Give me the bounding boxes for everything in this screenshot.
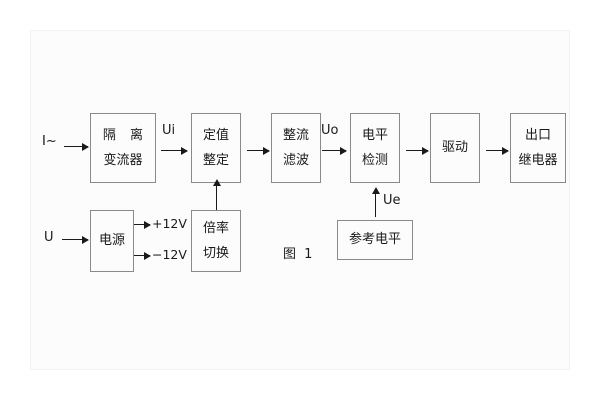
block-level-detection-line1: 电平 [361,127,388,143]
block-drive-line1: 驱动 [441,140,468,156]
block-setting-adjustment-line1: 定值 [202,127,229,143]
arrow-multiplier-to-setting [212,179,221,210]
block-rectifier-filter-line2: 滤波 [282,152,309,168]
supply-negative-label: −12V [152,247,187,262]
arrow-drive-to-output-relay [486,146,509,155]
ue-label: Ue [383,193,401,208]
arrow-supply-positive [134,220,151,229]
arrow-reference-to-level [371,187,380,217]
block-isolation-transformer-line2: 变流器 [103,152,143,168]
block-setting-adjustment-line2: 整定 [202,152,229,168]
uo-label: Uo [321,123,339,138]
arrow-input-to-isolation [64,142,89,151]
arrow-supply-negative [134,251,151,260]
block-multiplier-switch-line1: 倍率 [202,220,229,236]
block-power-supply[interactable]: 电源 [90,210,134,272]
block-multiplier-switch-line2: 切换 [202,245,229,261]
ui-label: Ui [162,123,176,138]
figure-frame [30,30,570,370]
block-output-relay[interactable]: 出口 继电器 [510,113,566,183]
block-output-relay-line2: 继电器 [518,152,558,168]
input-voltage-label: U [44,230,54,245]
block-isolation-transformer-line1: 隔 离 [102,127,149,143]
figure-caption: 图 1 [283,247,315,262]
block-output-relay-line1: 出口 [524,127,551,143]
arrow-setting-to-rectifier [247,146,270,155]
block-multiplier-switch[interactable]: 倍率 切换 [191,210,241,272]
arrow-input-to-power-supply [62,235,89,244]
block-setting-adjustment[interactable]: 定值 整定 [191,113,241,183]
supply-positive-label: +12V [152,216,187,231]
block-reference-level[interactable]: 参考电平 [337,220,413,260]
arrow-rectifier-to-level [322,146,347,155]
block-level-detection-line2: 检测 [361,152,388,168]
input-current-label: I~ [42,134,57,149]
block-rectifier-filter[interactable]: 整流 滤波 [271,113,321,183]
arrow-isolation-to-setting [161,146,188,155]
block-reference-level-line1: 参考电平 [348,232,401,248]
block-isolation-transformer[interactable]: 隔 离 变流器 [90,113,156,183]
block-power-supply-line1: 电源 [98,233,125,249]
block-rectifier-filter-line1: 整流 [282,127,309,143]
block-drive[interactable]: 驱动 [430,113,480,183]
arrow-level-to-drive [406,146,429,155]
block-level-detection[interactable]: 电平 检测 [350,113,400,183]
